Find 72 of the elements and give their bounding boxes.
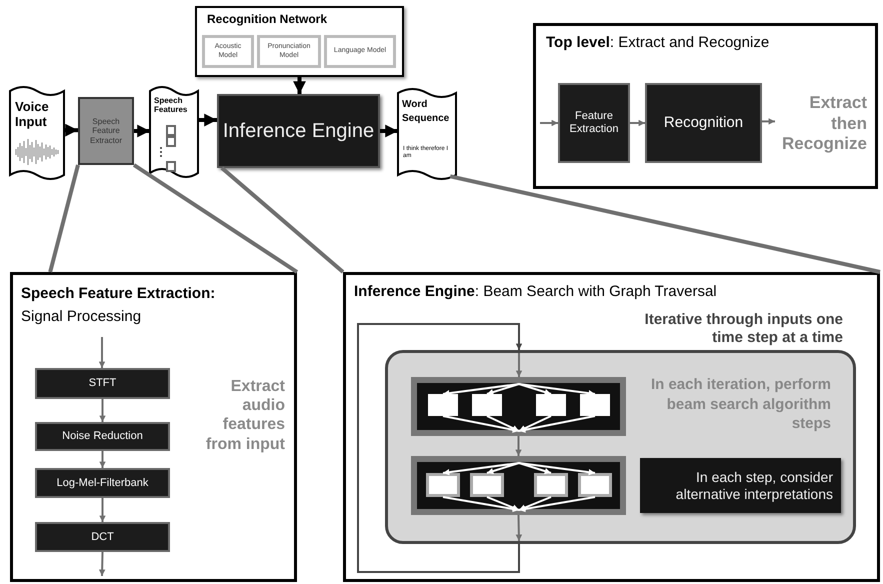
arrow	[486, 496, 520, 511]
network-panel	[195, 6, 404, 77]
arrow	[357, 323, 522, 573]
arrow	[198, 114, 217, 126]
arrow	[293, 77, 306, 94]
arrow	[518, 383, 552, 396]
hypothesis-square	[470, 473, 504, 497]
panel-subheading: Signal Processing	[21, 308, 142, 326]
arrow	[486, 462, 520, 474]
detail-panel	[10, 272, 297, 582]
process-box: Inference Engine	[217, 94, 380, 168]
summary-text: Extract then Recognize	[775, 92, 867, 156]
arrow	[98, 552, 106, 576]
annotation-text: Iterative through inputs one time step at a time	[644, 311, 843, 347]
arrow	[518, 415, 552, 432]
arrow	[518, 462, 552, 474]
panel-heading: Speech Feature Extraction:	[21, 285, 216, 302]
arrow	[518, 496, 596, 512]
hypothesis-square	[472, 394, 502, 416]
arrow	[486, 415, 520, 432]
process-box: DCT	[35, 522, 170, 552]
process-box: Noise Reduction	[35, 422, 170, 451]
note-box: In each step, consider alternative interpretations	[640, 458, 841, 513]
beam-step-bar	[411, 377, 626, 436]
panel-heading: Recognition Network	[207, 13, 328, 27]
process-box: Speech Feature Extractor	[78, 97, 134, 165]
panel-heading: Top level: Extract and Recognize	[546, 34, 770, 52]
arrow	[515, 436, 522, 456]
zoom-line	[48, 164, 80, 272]
arrow	[442, 496, 520, 512]
iteration-panel	[385, 350, 856, 544]
arrow	[442, 383, 520, 396]
hypothesis-square	[580, 394, 610, 416]
doc-title: Word Sequence	[402, 98, 450, 125]
arrow	[518, 415, 596, 433]
panel-heading: Inference Engine: Beam Search with Graph Traversal	[354, 283, 717, 300]
process-box: Log-Mel-Filterbank	[35, 468, 170, 498]
doc-title: Voice Input	[15, 100, 50, 130]
arrow	[99, 451, 106, 468]
arrow	[516, 514, 522, 542]
arrow	[442, 415, 520, 433]
zoom-line	[132, 163, 298, 274]
arrow	[134, 124, 150, 138]
arrow	[518, 383, 596, 396]
process-box: STFT	[35, 368, 170, 399]
arrow	[486, 383, 520, 396]
arrow	[99, 399, 106, 422]
arrow	[64, 124, 78, 137]
beam-step-bar	[411, 456, 626, 515]
arrow	[442, 462, 520, 476]
iteration-note: In each iteration, perform beam search algorithm steps	[650, 375, 831, 434]
process-box: Recognition	[645, 83, 762, 163]
detail-panel	[343, 272, 880, 582]
arrow	[518, 496, 552, 511]
hypothesis-square	[428, 394, 458, 416]
zoom-line	[450, 174, 880, 274]
arrow	[99, 498, 106, 522]
annotation-text: Extract audio features from input	[204, 377, 285, 454]
arrow	[630, 120, 645, 126]
process-box: Feature Extraction	[558, 83, 630, 163]
arrow	[540, 120, 558, 126]
hypothesis-square	[426, 473, 460, 497]
arrow	[98, 337, 106, 368]
arrow	[516, 353, 522, 377]
hypothesis-square	[536, 394, 566, 416]
arrow	[762, 118, 775, 125]
doc-title: Speech Features	[154, 96, 188, 114]
hypothesis-square	[578, 473, 612, 497]
hypothesis-square	[534, 473, 568, 497]
arrow	[380, 124, 398, 138]
arrow	[518, 462, 596, 476]
overview-panel	[533, 23, 878, 189]
